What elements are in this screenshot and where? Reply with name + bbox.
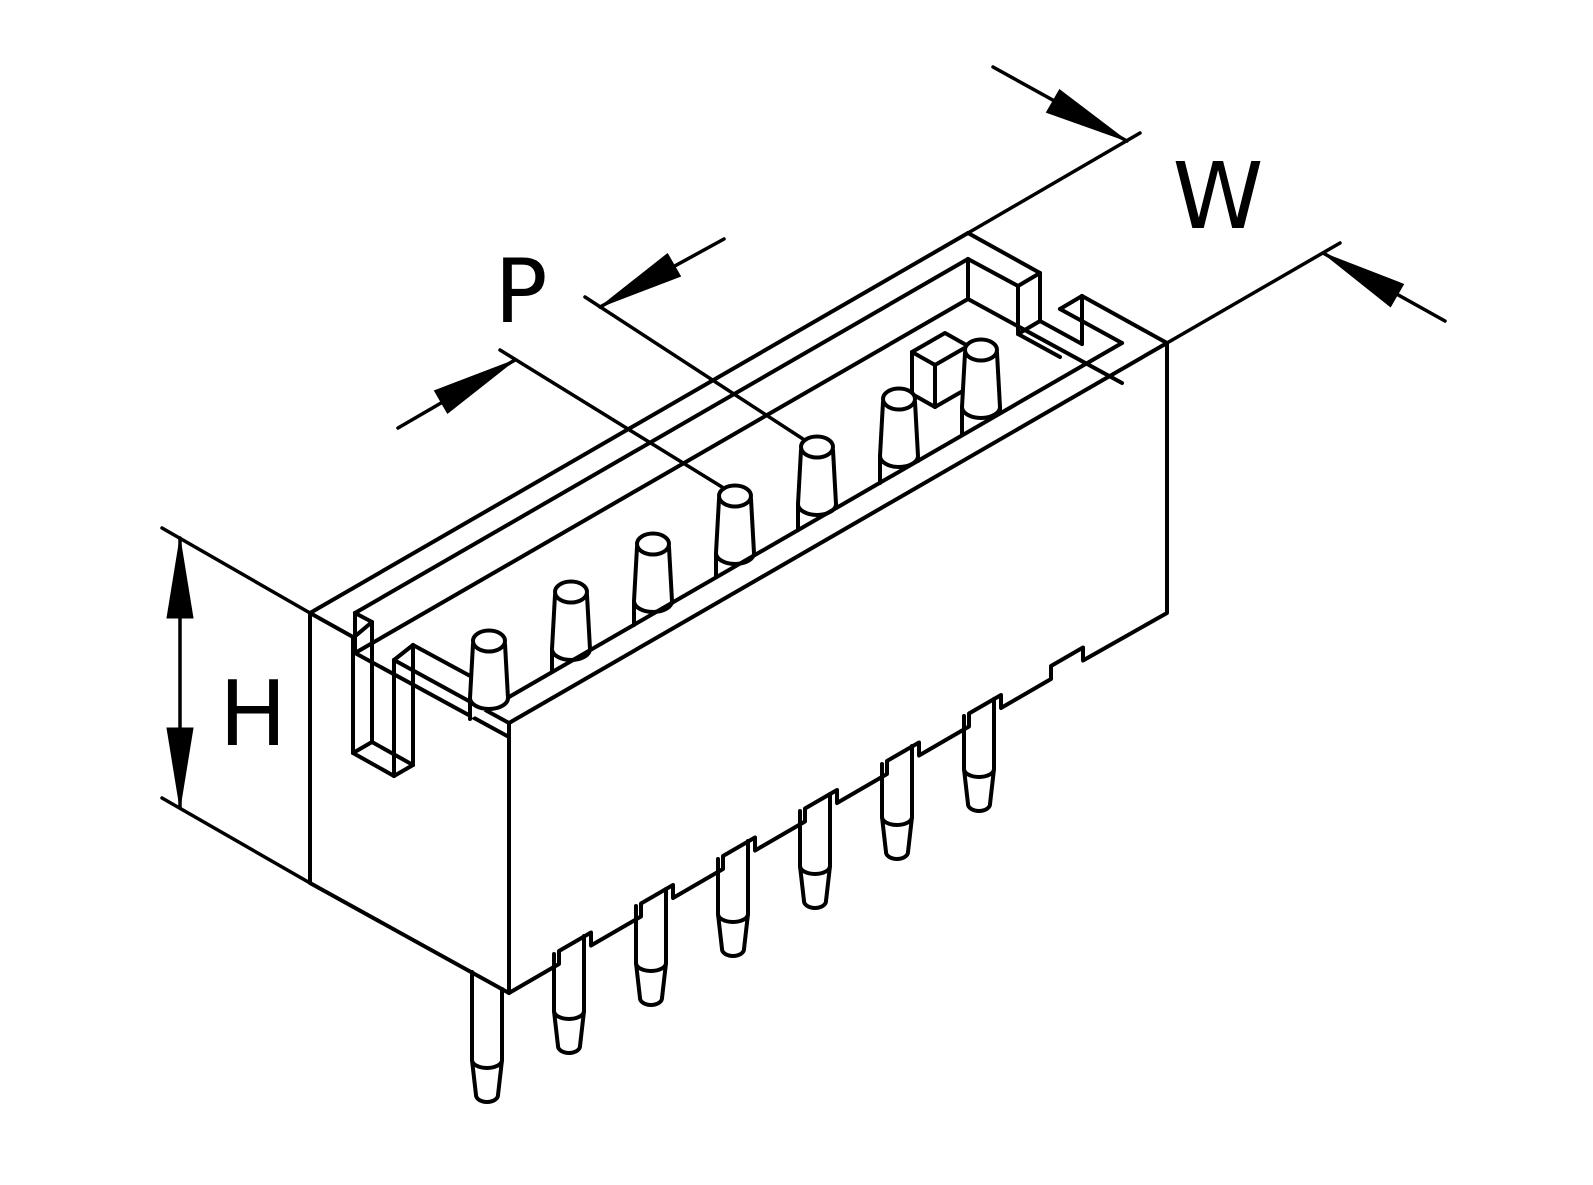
rim-back-outer-edge: [308, 231, 970, 615]
floor-back-edge: [353, 297, 970, 655]
inside-pin: [714, 483, 756, 579]
inside-pin: [796, 434, 838, 532]
floor-key-hole: [910, 331, 970, 409]
rim-right-inner-edge: [966, 257, 1124, 345]
slot-verticals: [351, 620, 415, 778]
notch-floor: [1016, 319, 1084, 359]
p-arrowhead-right: [599, 252, 682, 308]
width-label: W: [1173, 143, 1264, 250]
shroud-top-rim: [308, 231, 1169, 739]
through-pin: [798, 792, 832, 910]
rim-front-inner-edge: [507, 341, 1124, 699]
notch-top-cuts: [1016, 271, 1084, 311]
key-hole-opening: [910, 331, 970, 367]
rim-right-outer-edge: [966, 231, 1169, 345]
h-arrowhead-top: [166, 537, 194, 619]
floor-left-edge: [353, 651, 511, 739]
through-pin: [470, 970, 504, 1104]
polarization-slot: [351, 620, 415, 778]
key-hole-bottom: [910, 386, 970, 409]
height-label: H: [219, 662, 287, 767]
w-extension-lines: [966, 131, 1342, 345]
p-extension-lines: [498, 295, 805, 489]
front-face-outline: [507, 341, 1169, 995]
slot-top-cuts: [351, 620, 415, 662]
pitch-label: P: [494, 240, 547, 343]
inside-pin: [878, 386, 920, 485]
notch-walls: [1016, 271, 1084, 346]
through-pin: [962, 697, 996, 813]
through-pins: [470, 697, 996, 1104]
dimension-pitch: P: [396, 237, 805, 489]
floor-right-edge: [966, 297, 1124, 385]
through-pin: [716, 839, 750, 958]
inside-pin: [468, 628, 510, 721]
dimension-width: W: [966, 65, 1447, 345]
inside-pin: [632, 531, 674, 627]
right-end-notch: [1016, 271, 1084, 359]
h-arrowhead-bottom: [166, 727, 194, 809]
dimension-height: H: [160, 526, 312, 885]
inside-pin: [960, 337, 1002, 437]
w-arrowhead-left: [1045, 88, 1128, 142]
through-pin: [880, 744, 914, 861]
h-extension-lines: [160, 526, 312, 885]
w-arrowhead-right: [1322, 252, 1405, 308]
rim-back-inner-edge: [353, 257, 970, 615]
through-pin: [552, 934, 586, 1055]
p-arrowhead-left: [433, 359, 516, 415]
through-pin: [634, 887, 668, 1007]
slot-floor: [351, 740, 415, 778]
inside-pin: [550, 579, 592, 674]
